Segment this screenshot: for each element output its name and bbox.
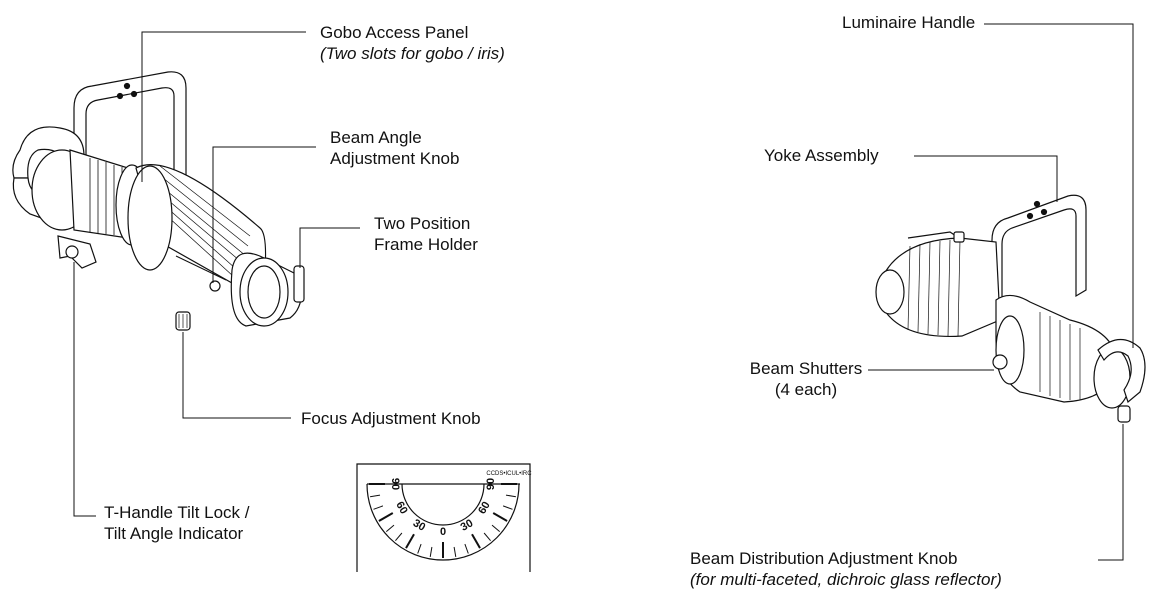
frame-holder-line1: Two Position <box>374 214 471 233</box>
beam-shutters-line2: (4 each) <box>774 380 838 399</box>
frame-holder-label: Two Position Frame Holder <box>374 213 478 255</box>
tilt-tick-label: 0 <box>440 526 446 538</box>
tilt-tick-label: 60 <box>476 500 493 517</box>
focus-knob-text: Focus Adjustment Knob <box>301 409 481 428</box>
beam-shutters-label: Beam Shutters (4 each) <box>748 358 864 400</box>
luminaire-handle-label: Luminaire Handle <box>842 12 975 33</box>
gobo-access-panel-note: (Two slots for gobo / iris) <box>320 44 505 63</box>
beam-angle-knob-line2: Adjustment Knob <box>330 149 460 168</box>
tilt-tick-label: 30 <box>459 517 476 534</box>
tilt-scale-fine-print: CCDS•ICUL•IRC <box>486 471 532 477</box>
beam-distribution-knob-label: Beam Distribution Adjustment Knob (for m… <box>690 548 1002 590</box>
tilt-tick <box>429 546 433 557</box>
tilt-tick <box>453 546 457 557</box>
tilt-tick-label: 30 <box>411 517 428 534</box>
tilt-tick <box>370 494 381 498</box>
tilt-tick <box>502 505 513 510</box>
tilt-tick <box>505 494 516 498</box>
beam-angle-knob-line1: Beam Angle <box>330 128 422 147</box>
focus-knob-label: Focus Adjustment Knob <box>301 408 481 429</box>
yoke-assembly-text: Yoke Assembly <box>764 146 879 165</box>
tilt-tick <box>395 532 403 542</box>
tilt-lock-line2: Tilt Angle Indicator <box>104 524 244 543</box>
leader-lines <box>73 23 1134 561</box>
gobo-access-panel-title: Gobo Access Panel <box>320 23 469 42</box>
tilt-tick <box>385 524 395 532</box>
frame-holder-line2: Frame Holder <box>374 235 478 254</box>
tilt-tick <box>492 512 508 522</box>
tilt-tick <box>464 543 469 554</box>
tilt-tick-label: 60 <box>393 500 410 517</box>
tilt-lock-line1: T-Handle Tilt Lock / <box>104 503 250 522</box>
left-luminaire-illustration <box>12 71 305 331</box>
beam-distribution-knob-note: (for multi-faceted, dichroic glass refle… <box>690 570 1002 589</box>
beam-distribution-knob-line1: Beam Distribution Adjustment Knob <box>690 549 958 568</box>
tilt-tick-label: 90 <box>389 478 401 490</box>
tilt-tick <box>373 505 384 510</box>
luminaire-handle-text: Luminaire Handle <box>842 13 976 32</box>
tilt-tick <box>417 543 422 554</box>
tilt-tick <box>378 512 394 522</box>
tilt-tick-label: 90 <box>485 478 497 490</box>
tilt-tick <box>471 533 481 549</box>
yoke-assembly-label: Yoke Assembly <box>764 145 879 166</box>
tilt-tick <box>405 533 415 549</box>
beam-shutters-line1: Beam Shutters <box>749 359 863 378</box>
tilt-tick <box>491 524 501 532</box>
tilt-lock-label: T-Handle Tilt Lock / Tilt Angle Indicato… <box>104 502 250 544</box>
beam-angle-knob-label: Beam Angle Adjustment Knob <box>330 127 459 169</box>
tilt-tick <box>483 532 491 542</box>
right-luminaire-illustration <box>875 194 1146 423</box>
gobo-access-panel-label: Gobo Access Panel (Two slots for gobo / … <box>320 22 505 64</box>
